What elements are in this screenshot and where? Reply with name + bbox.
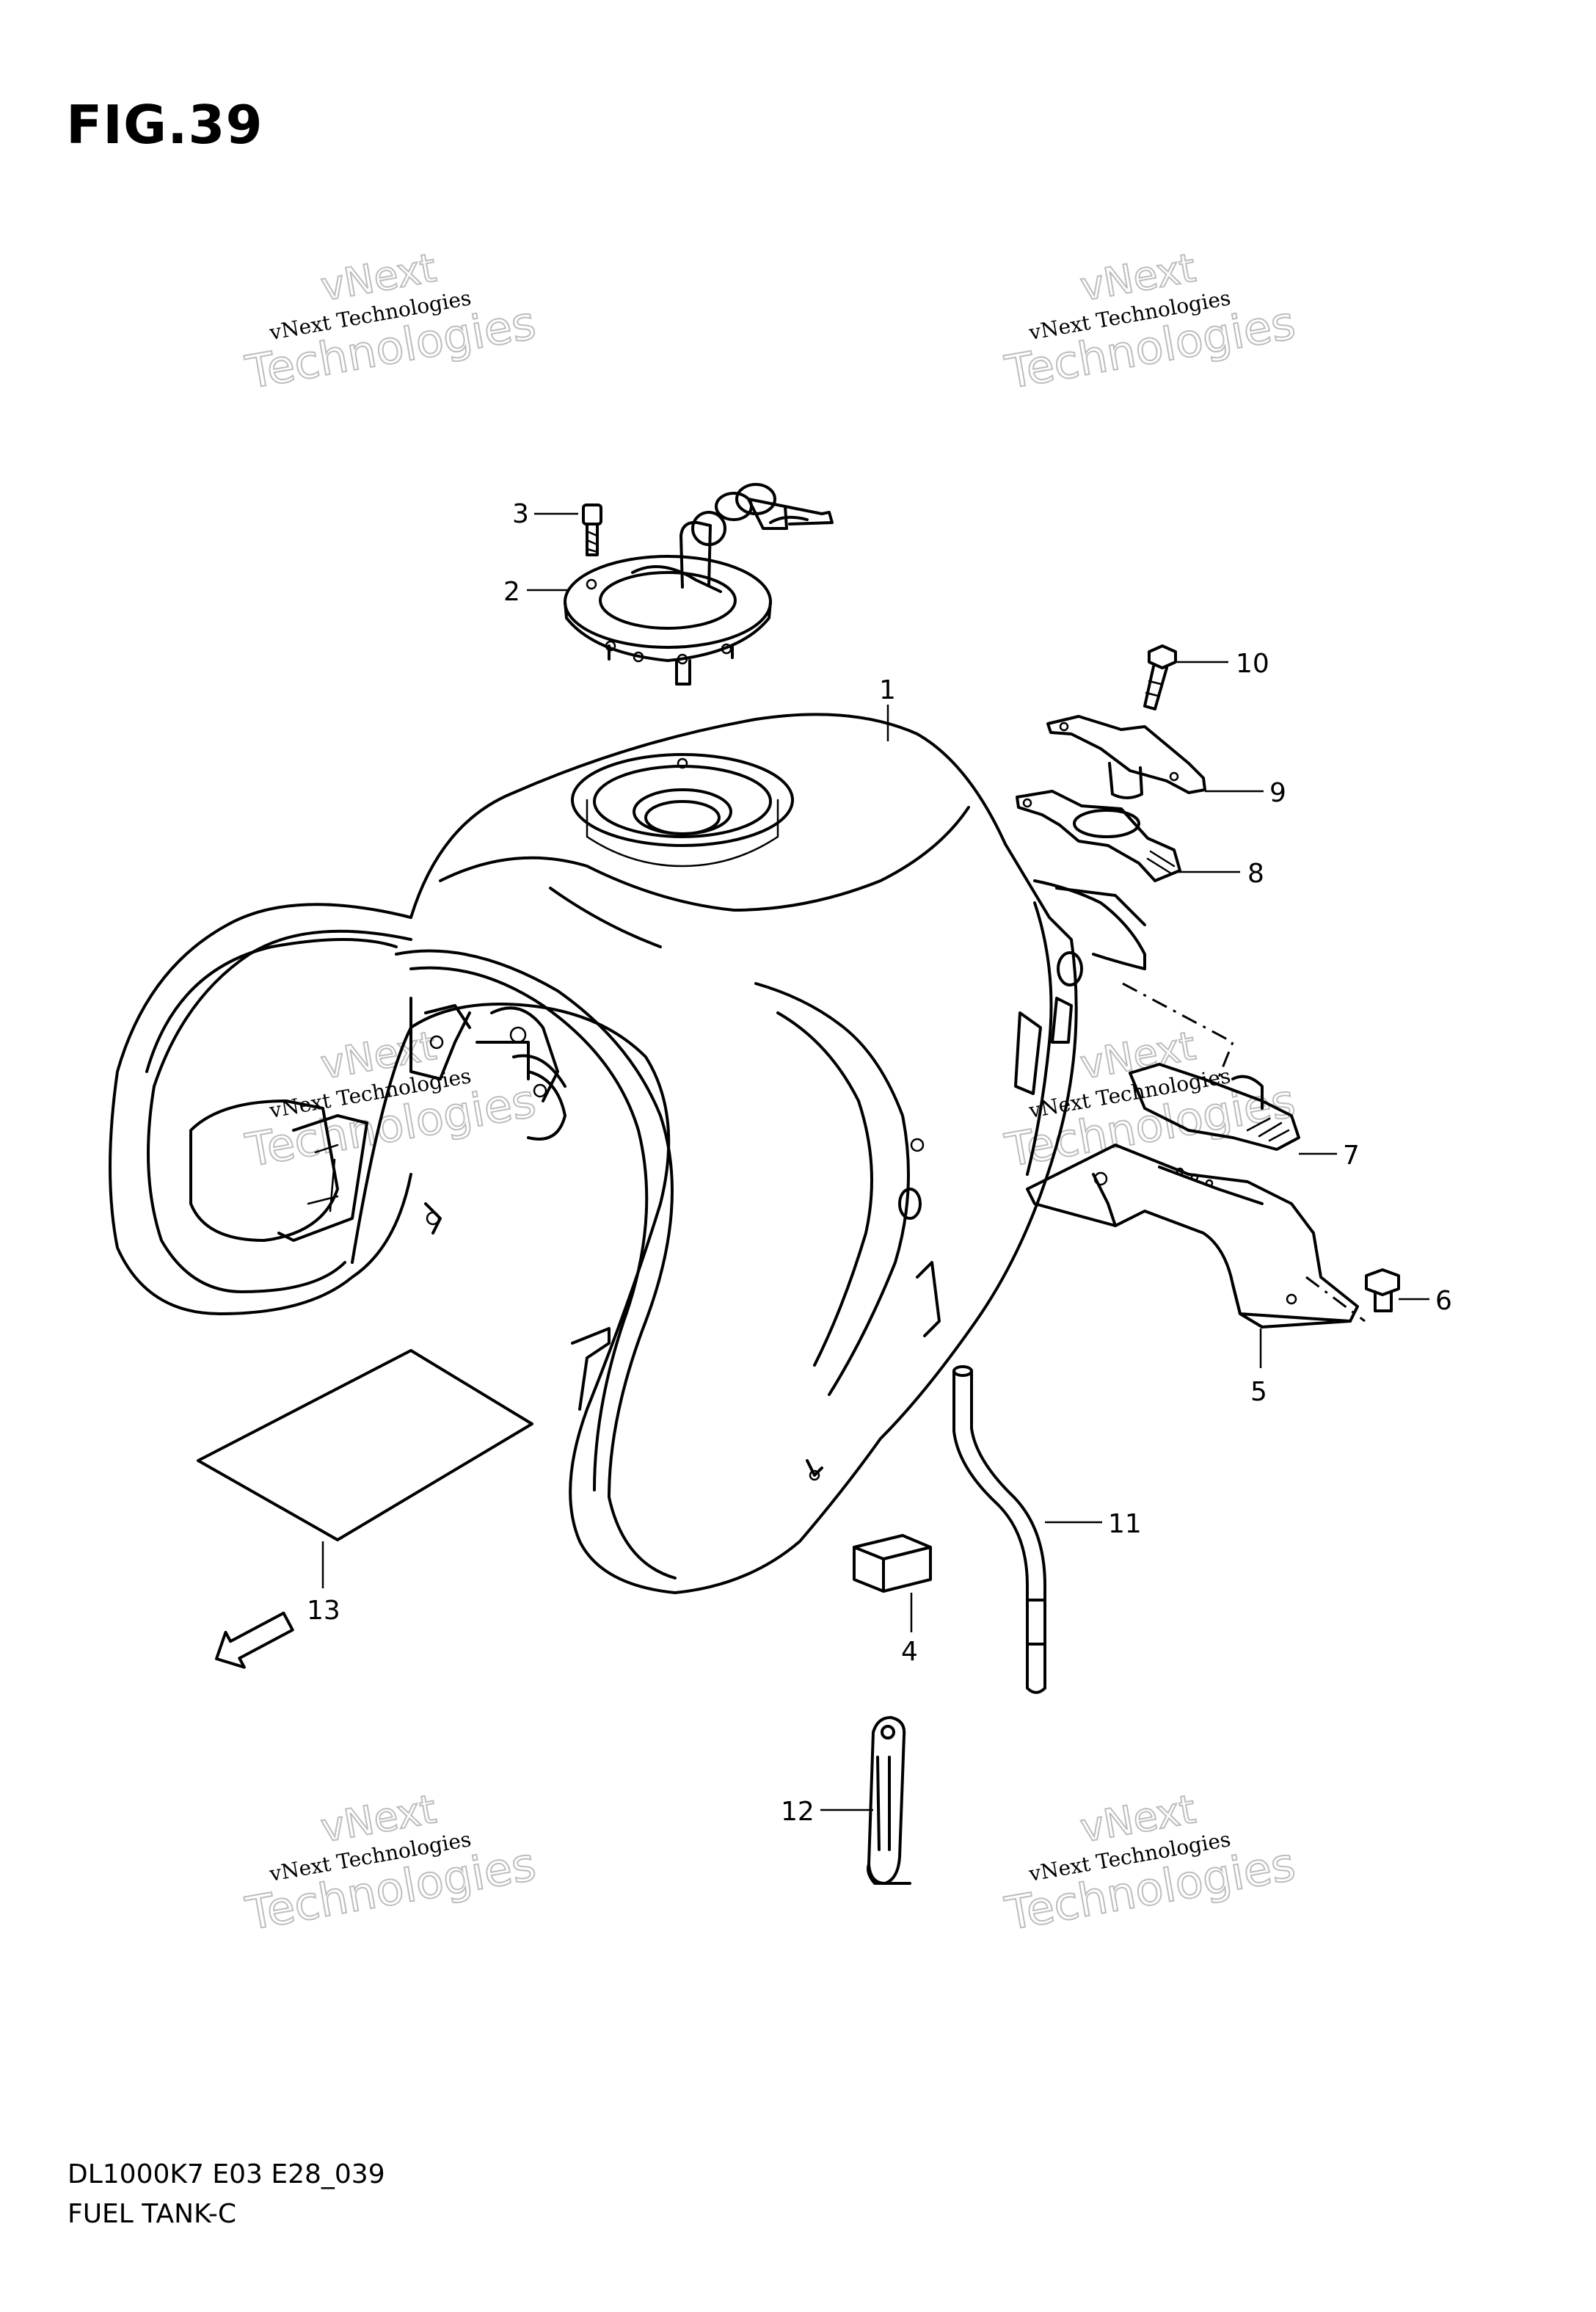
- callout-11: 11: [1108, 1509, 1142, 1539]
- fwd-arrow-icon: FWD: [215, 1611, 294, 1669]
- callout-10: 10: [1236, 649, 1269, 679]
- part-1-fuel-tank[interactable]: [109, 713, 1146, 1594]
- callout-8: 8: [1247, 859, 1264, 889]
- part-12-strap[interactable]: [867, 1716, 911, 1885]
- callout-12: 12: [781, 1797, 815, 1827]
- watermark-bottom-right: vNext vNext Technologies Technologies: [1000, 1785, 1300, 1941]
- callout-2: 2: [503, 577, 520, 607]
- part-3-screw[interactable]: [582, 504, 602, 556]
- model-code: DL1000K7 E03 E28_039: [68, 2159, 385, 2189]
- leader-lines: [321, 512, 1429, 1811]
- callout-4: 4: [901, 1637, 918, 1667]
- part-group-name: FUEL TANK-C: [68, 2199, 237, 2229]
- part-7-cushion[interactable]: [1129, 1063, 1300, 1151]
- callout-5: 5: [1250, 1377, 1267, 1407]
- part-2-fuel-cap-assembly[interactable]: [564, 483, 834, 686]
- part-8-cushion-plate[interactable]: [1016, 790, 1181, 882]
- callout-7: 7: [1343, 1141, 1360, 1171]
- part-13-label-sheet[interactable]: [197, 1349, 533, 1541]
- part-9-plate[interactable]: [1046, 715, 1206, 799]
- part-10-bolt[interactable]: [1143, 644, 1177, 710]
- watermark-mid-right: vNext vNext Technologies Technologies: [1000, 1022, 1300, 1178]
- key-icon: [679, 483, 834, 589]
- watermark-top-right: vNext vNext Technologies Technologies: [1000, 244, 1300, 400]
- part-5-bracket[interactable]: [1026, 1144, 1359, 1328]
- callout-3: 3: [512, 499, 529, 529]
- callout-1: 1: [879, 675, 896, 705]
- watermark-mid-left: vNext vNext Technologies Technologies: [241, 1022, 540, 1178]
- figure-title: FIG.39: [66, 94, 263, 156]
- callout-6: 6: [1435, 1286, 1452, 1316]
- reference-dashed-line: [1122, 982, 1234, 1080]
- watermark-bottom-left: vNext vNext Technologies Technologies: [241, 1785, 540, 1941]
- part-11-hose[interactable]: [952, 1365, 1046, 1694]
- callout-labels: 3 2 1 10 9 8 7 6 5 11 4 13 12: [307, 499, 1452, 1827]
- part-6-bolt[interactable]: [1365, 1268, 1400, 1312]
- part-4-cushion-block[interactable]: [853, 1534, 932, 1593]
- callout-13: 13: [307, 1596, 340, 1626]
- watermark-top-left: vNext vNext Technologies Technologies: [241, 244, 540, 400]
- reference-dashed-line: [1305, 1276, 1366, 1323]
- callout-9: 9: [1269, 778, 1286, 808]
